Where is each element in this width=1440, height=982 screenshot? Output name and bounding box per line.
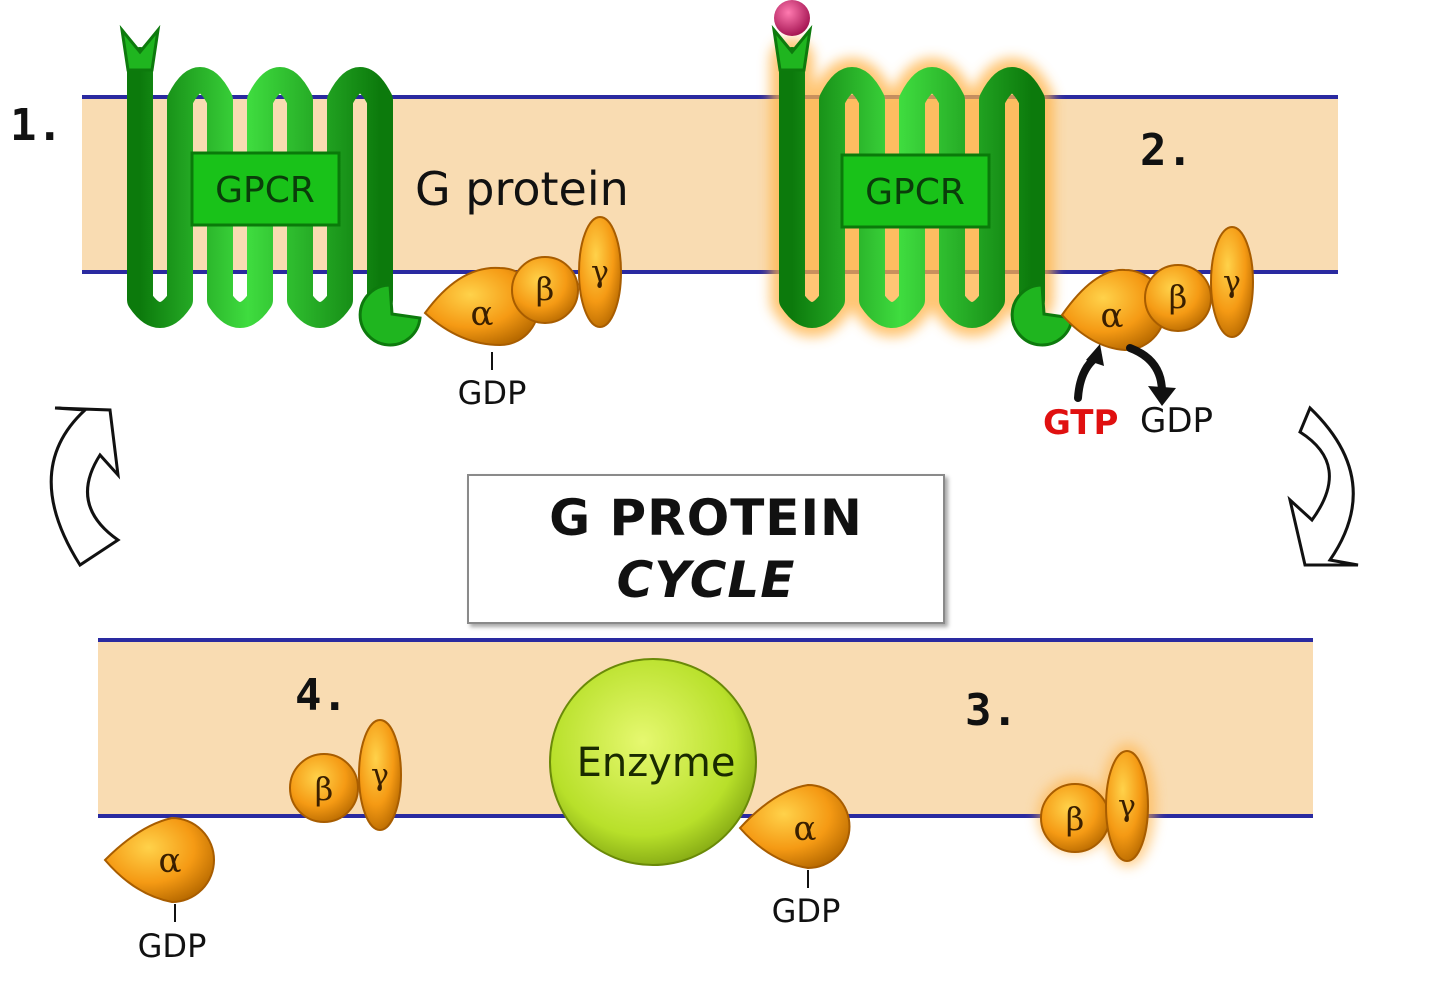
beta-symbol-3: β	[1066, 800, 1085, 838]
alpha-symbol-active: α	[1101, 296, 1124, 336]
step-number-4: 4.	[295, 670, 348, 721]
gpcr-receptor-active	[779, 47, 1045, 328]
gamma-subunit-active	[1210, 226, 1254, 338]
gpcr-label: GPCR	[215, 170, 315, 211]
gamma-symbol-4: γ	[371, 758, 389, 793]
enzyme: Enzyme	[549, 658, 757, 866]
gpcr-label-active: GPCR	[865, 172, 965, 213]
beta-symbol-active: β	[1169, 278, 1188, 316]
alpha-symbol: α	[471, 294, 494, 334]
g-protein-trimer-2: α β γ GTP GDP	[1043, 226, 1254, 443]
gamma-symbol-active: γ	[1223, 265, 1241, 300]
gdp-label-3: GDP	[772, 892, 841, 930]
beta-subunit	[511, 256, 579, 324]
cycle-arrow-right-icon	[1287, 405, 1359, 567]
beta-gamma-dimer-step4: β γ	[289, 719, 402, 831]
enzyme-label: Enzyme	[577, 740, 736, 786]
alpha-subunit-step4: α GDP	[103, 816, 215, 965]
cycle-arrow-left-icon	[49, 406, 121, 568]
g-protein-label: G protein	[415, 162, 629, 216]
beta-symbol-4: β	[315, 770, 334, 808]
diagram-title-line-1: G PROTEIN	[549, 489, 863, 547]
gamma-subunit	[578, 216, 622, 328]
gdp-label-4: GDP	[138, 927, 207, 965]
diagram-title-line-2: CYCLE	[616, 551, 796, 609]
receptor-tail-active	[1010, 283, 1074, 347]
gamma-symbol-3: γ	[1118, 789, 1136, 824]
g-protein-trimer-1: α β γ GDP	[423, 216, 622, 412]
gpcr-label-box-active	[840, 153, 991, 229]
step-number-1: 1.	[10, 100, 63, 151]
step-number-2: 2.	[1140, 125, 1193, 176]
gamma-symbol: γ	[591, 255, 609, 290]
receptor-binding-site-active	[771, 24, 813, 72]
alpha-symbol-3: α	[794, 809, 817, 849]
receptor-binding-site	[119, 24, 161, 72]
gpcr-label-box	[190, 151, 341, 227]
gtp-label: GTP	[1043, 403, 1118, 443]
gdp-label-released: GDP	[1140, 401, 1213, 441]
beta-symbol: β	[536, 270, 555, 308]
gdp-label: GDP	[458, 374, 527, 412]
beta-gamma-dimer-released: β γ	[1037, 743, 1156, 867]
receptor-tail	[358, 283, 422, 347]
ligand	[774, 0, 810, 36]
diagram-title-box: G PROTEIN CYCLE	[467, 474, 945, 624]
alpha-symbol-4: α	[159, 841, 182, 881]
gpcr-receptor-inactive	[127, 47, 393, 328]
alpha-subunit-bound-enzyme: α GDP	[738, 783, 851, 930]
step-number-3: 3.	[965, 685, 1018, 736]
